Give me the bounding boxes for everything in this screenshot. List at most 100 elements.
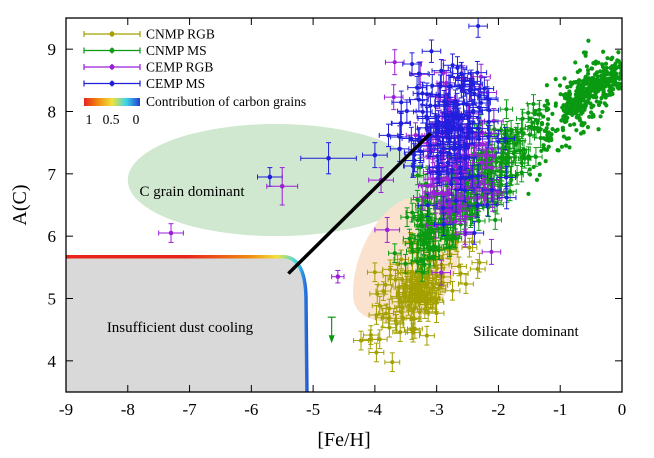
data-point-cnmp-ms [553,101,558,106]
data-point-cnmp-ms [603,61,609,66]
data-point-cemp-rgb [331,269,345,284]
data-point-cnmp-ms [557,83,563,88]
data-point-cnmp-ms [580,79,585,84]
data-point-cemp-rgb [431,259,451,286]
legend-marker [109,31,115,37]
data-point-cnmp-ms [613,61,618,66]
data-point-cnmp-ms [544,107,550,113]
data-point-cnmp-ms [616,50,621,55]
data-point-cnmp-ms [544,83,550,88]
data-point-cnmp-rgb [387,269,404,290]
data-point-cnmp-ms [549,137,554,143]
data-point-cnmp-ms [592,72,598,77]
data-point-cemp-ms [437,151,458,175]
data-point-cnmp-ms [553,128,558,134]
data-point-cnmp-ms [526,191,531,196]
x-tick-label: -4 [368,400,383,419]
data-point-cnmp-ms [614,75,619,80]
legend-marker [109,64,115,70]
data-point-cemp-ms [457,145,477,170]
data-point-cnmp-ms [584,64,590,69]
data-point-cnmp-ms [426,240,440,261]
data-point-cnmp-ms [618,71,622,76]
data-point-cemp-rgb [374,216,401,243]
data-point-cnmp-ms [544,147,550,152]
data-point-cnmp-rgb [393,249,410,270]
data-point-cnmp-ms [415,261,429,282]
data-point-cnmp-rgb [464,232,481,252]
y-tick-label: 8 [48,103,57,122]
data-point-cemp-ms [474,76,495,101]
data-point-cnmp-ms [577,87,582,93]
x-tick-label: 0 [618,400,627,419]
data-point-cnmp-ms [532,99,546,120]
data-point-cnmp-ms [568,80,573,85]
data-point-cnmp-ms [583,50,588,55]
data-point-cnmp-rgb [461,237,478,258]
data-point-cnmp-ms [578,83,583,88]
data-point-cnmp-ms [601,49,606,54]
data-point-cnmp-ms [521,131,526,136]
data-point-cnmp-ms [575,105,580,110]
y-tick-label: 9 [48,40,57,59]
data-point-cnmp-rgb [411,302,428,322]
data-point-cemp-ms [446,189,466,213]
x-tick-label: -2 [491,400,505,419]
data-point-cemp-ms [407,75,427,100]
data-point-cemp-rgb [471,63,491,90]
region-label-c-grain: C grain dominant [140,184,246,200]
data-point-cnmp-ms [558,92,563,97]
data-point-cnmp-ms [595,77,600,82]
data-point-cnmp-ms [585,68,591,73]
data-point-cnmp-rgb [393,302,409,322]
data-point-cemp-ms [467,194,487,218]
data-point-cnmp-ms [560,125,565,130]
data-point-cnmp-ms [411,210,425,231]
data-point-cemp-ms [431,59,452,83]
data-point-cnmp-ms [402,228,417,249]
data-point-cnmp-ms [544,126,549,131]
data-point-cnmp-ms [536,126,541,131]
data-point-cnmp-ms [570,112,575,118]
data-point-cemp-ms [468,164,488,188]
y-tick-label: 5 [48,290,57,309]
data-point-cnmp-ms [583,99,588,104]
data-point-cnmp-ms [515,162,529,183]
data-point-cemp-ms [433,196,453,220]
data-point-cemp-ms [257,167,283,187]
data-point-cnmp-ms [524,116,539,137]
data-point-cemp-ms [461,69,481,94]
data-point-cnmp-ms [556,148,561,153]
legend-label: CNMP RGB [146,27,215,42]
data-point-cemp-ms [444,107,464,132]
x-tick-label: -3 [430,400,444,419]
data-point-cnmp-ms [597,80,602,86]
data-point-cnmp-ms [541,114,546,119]
data-point-cnmp-ms [600,109,605,115]
data-point-cnmp-ms [527,172,533,177]
data-point-cnmp-ms [411,238,425,259]
data-point-cemp-rgb [266,167,299,206]
data-point-cnmp-ms [550,111,555,116]
data-point-cnmp-rgb [403,320,420,340]
data-point-cnmp-ms [604,69,609,74]
data-point-cnmp-rgb [417,268,434,289]
data-point-cemp-ms [435,94,455,118]
data-point-cemp-rgb [472,149,492,176]
legend-item: CNMP MS [83,43,207,58]
data-point-cnmp-ms [599,76,604,81]
data-point-cnmp-ms [596,102,602,108]
data-point-cnmp-rgb [402,269,419,290]
data-point-cnmp-rgb [390,286,407,307]
data-point-cnmp-ms [521,103,535,123]
x-axis-label: [Fe/H] [317,429,370,451]
data-point-cnmp-ms [583,103,588,108]
data-point-cnmp-ms [535,120,540,126]
data-point-cemp-ms [402,52,422,76]
data-point-cnmp-ms [594,99,599,104]
data-point-cemp-rgb [424,179,444,206]
data-point-cnmp-ms [534,128,548,148]
colorbar [84,98,140,106]
legend-marker [109,48,115,53]
data-point-cemp-ms [482,178,502,202]
